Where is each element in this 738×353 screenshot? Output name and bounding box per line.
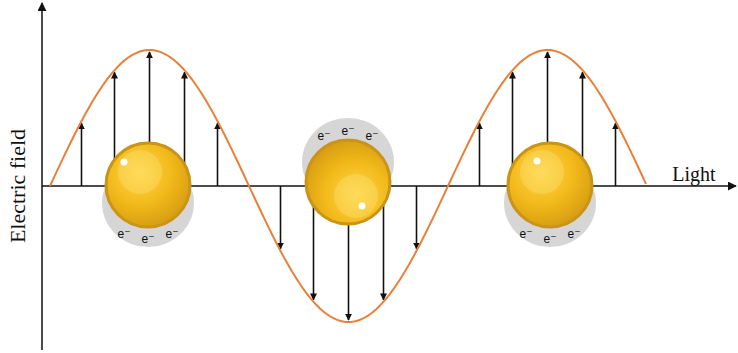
- electron-label: e⁻: [165, 228, 178, 240]
- electron-label: e⁻: [365, 130, 378, 142]
- axis-title: Electric field: [7, 129, 29, 243]
- nanoparticle: [504, 143, 596, 247]
- axis-label: Light: [672, 164, 715, 184]
- field-arrow: [81, 123, 83, 186]
- light-wave: [50, 50, 646, 322]
- nanoparticle: [302, 118, 394, 224]
- electron-label: e⁻: [141, 233, 154, 245]
- nanoparticle: [102, 143, 194, 247]
- electron-label: e⁻: [317, 130, 330, 142]
- field-arrow: [416, 186, 418, 249]
- electron-label: e⁻: [341, 125, 354, 137]
- field-arrow: [280, 186, 282, 249]
- y-axis: [41, 3, 43, 350]
- electron-label: e⁻: [543, 233, 556, 245]
- electron-label: e⁻: [117, 228, 130, 240]
- electron-label: e⁻: [519, 228, 532, 240]
- field-arrow: [479, 123, 481, 186]
- field-arrow: [615, 123, 617, 186]
- electron-label: e⁻: [567, 228, 580, 240]
- field-arrow: [217, 123, 219, 186]
- field-arrows: [82, 52, 616, 320]
